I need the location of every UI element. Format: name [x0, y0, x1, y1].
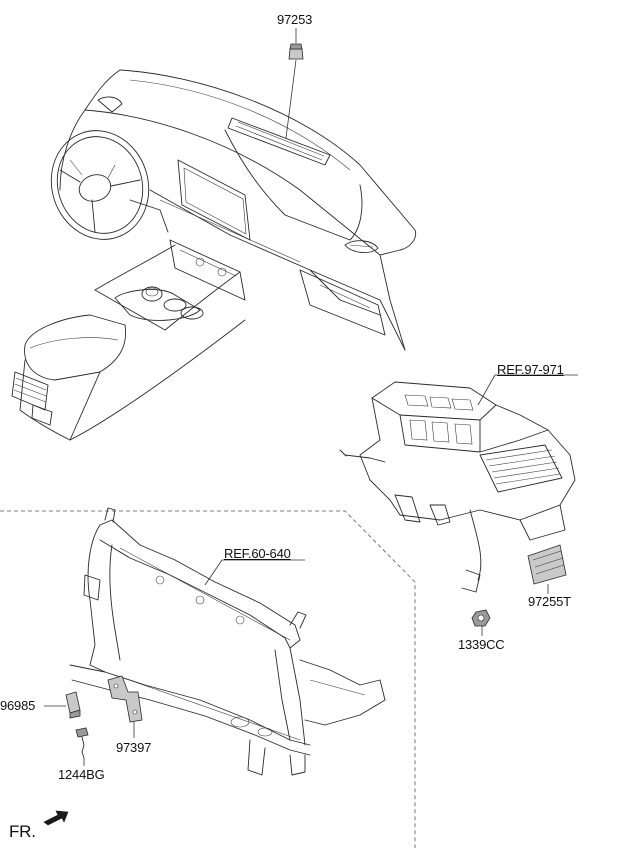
callout-1244bg: 1244BG [58, 767, 105, 782]
steering-wheel [50, 130, 169, 240]
callout-97255t: 97255T [528, 594, 571, 609]
clip-96985-part [44, 691, 81, 719]
front-end-carrier-illustration [69, 507, 386, 776]
callout-96985: 96985 [0, 698, 36, 713]
callout-97397: 97397 [116, 740, 152, 755]
group-boundary [0, 510, 416, 848]
callout-1339cc: 1339CC [458, 637, 505, 652]
instrument-panel-illustration [50, 69, 417, 351]
nut-1339cc-part [471, 609, 491, 636]
hvac-unit-illustration [339, 381, 576, 593]
center-console-illustration [11, 244, 246, 441]
bolt-1244bg-part [75, 727, 89, 766]
callout-ref-60-640: REF.60-640 [224, 546, 291, 561]
sensor-97253-part [285, 28, 304, 139]
front-direction-arrow-icon [43, 810, 69, 826]
bracket-97397-part [107, 675, 143, 738]
front-direction-label: FR. [9, 822, 36, 841]
callout-97253: 97253 [277, 12, 313, 27]
sensor-97255t-part [527, 544, 567, 594]
callout-ref-97-971: REF.97-971 [497, 362, 564, 377]
